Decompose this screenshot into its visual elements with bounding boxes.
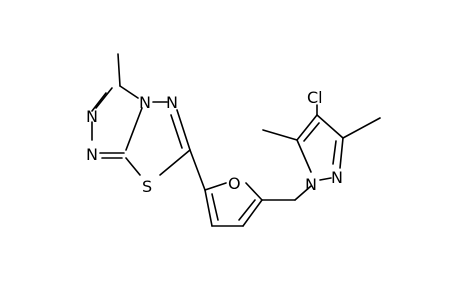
- bond-pz-n1-c5: [296, 139, 312, 173]
- atom-n-thiadiazole: N: [166, 93, 178, 112]
- bond-pz-n2-n1: [319, 177, 332, 181]
- atom-o-furan: O: [228, 174, 241, 193]
- bond-s-c8a: [125, 157, 141, 176]
- bond-furan-c2-o: [204, 182, 227, 191]
- bond-n5-c6-double: [176, 109, 191, 151]
- bond-ch2-pyrazole-n1: [294, 185, 312, 201]
- bond-pz-c3-methyl: [342, 117, 381, 139]
- atom-s-thiadiazole: S: [142, 177, 152, 196]
- bond-c3-n2-double: [95, 87, 113, 109]
- atom-cl-pyrazole: Cl: [307, 88, 323, 107]
- bond-pz-c3-n2-double: [339, 137, 344, 169]
- bond-pz-c5-c4-double: [296, 114, 318, 141]
- bond-pz-c5-c4-double-inner: [303, 122, 320, 142]
- atom-n-triazole-n2: N: [86, 107, 98, 126]
- bond-c6-furan-c2: [189, 149, 206, 191]
- atom-label-layer: N N N N S O Cl N N: [86, 88, 343, 196]
- bond-pz-c3-n2-double-inner: [332, 140, 337, 165]
- bond-furan-o-c5: [245, 182, 263, 201]
- bond-furan-c5-c4-double-inner: [238, 199, 256, 221]
- bond-c3-n2-double-inner: [91, 92, 107, 112]
- bond-c3-methyl: [117, 53, 121, 87]
- bond-furan-c3-c2-double-inner: [211, 193, 219, 221]
- atom-n-pyrazole-n1: N: [305, 175, 317, 194]
- bond-c8a-n4: [125, 107, 143, 151]
- bond-n4-c3: [119, 85, 139, 99]
- bond-layer: [91, 53, 381, 227]
- bond-pz-c5-methyl: [262, 129, 298, 141]
- atom-n-bridgehead: N: [139, 93, 151, 112]
- bond-pz-c4-c3: [316, 114, 344, 139]
- bond-n5-c6-double-inner: [170, 114, 183, 149]
- bond-furan-c3-c2-double: [204, 189, 213, 227]
- bond-c6-s: [159, 149, 191, 176]
- atom-n-triazole-n1: N: [86, 145, 98, 164]
- bond-furan-c5-c4-double: [242, 199, 263, 227]
- atom-n-pyrazole-n2: N: [331, 168, 343, 187]
